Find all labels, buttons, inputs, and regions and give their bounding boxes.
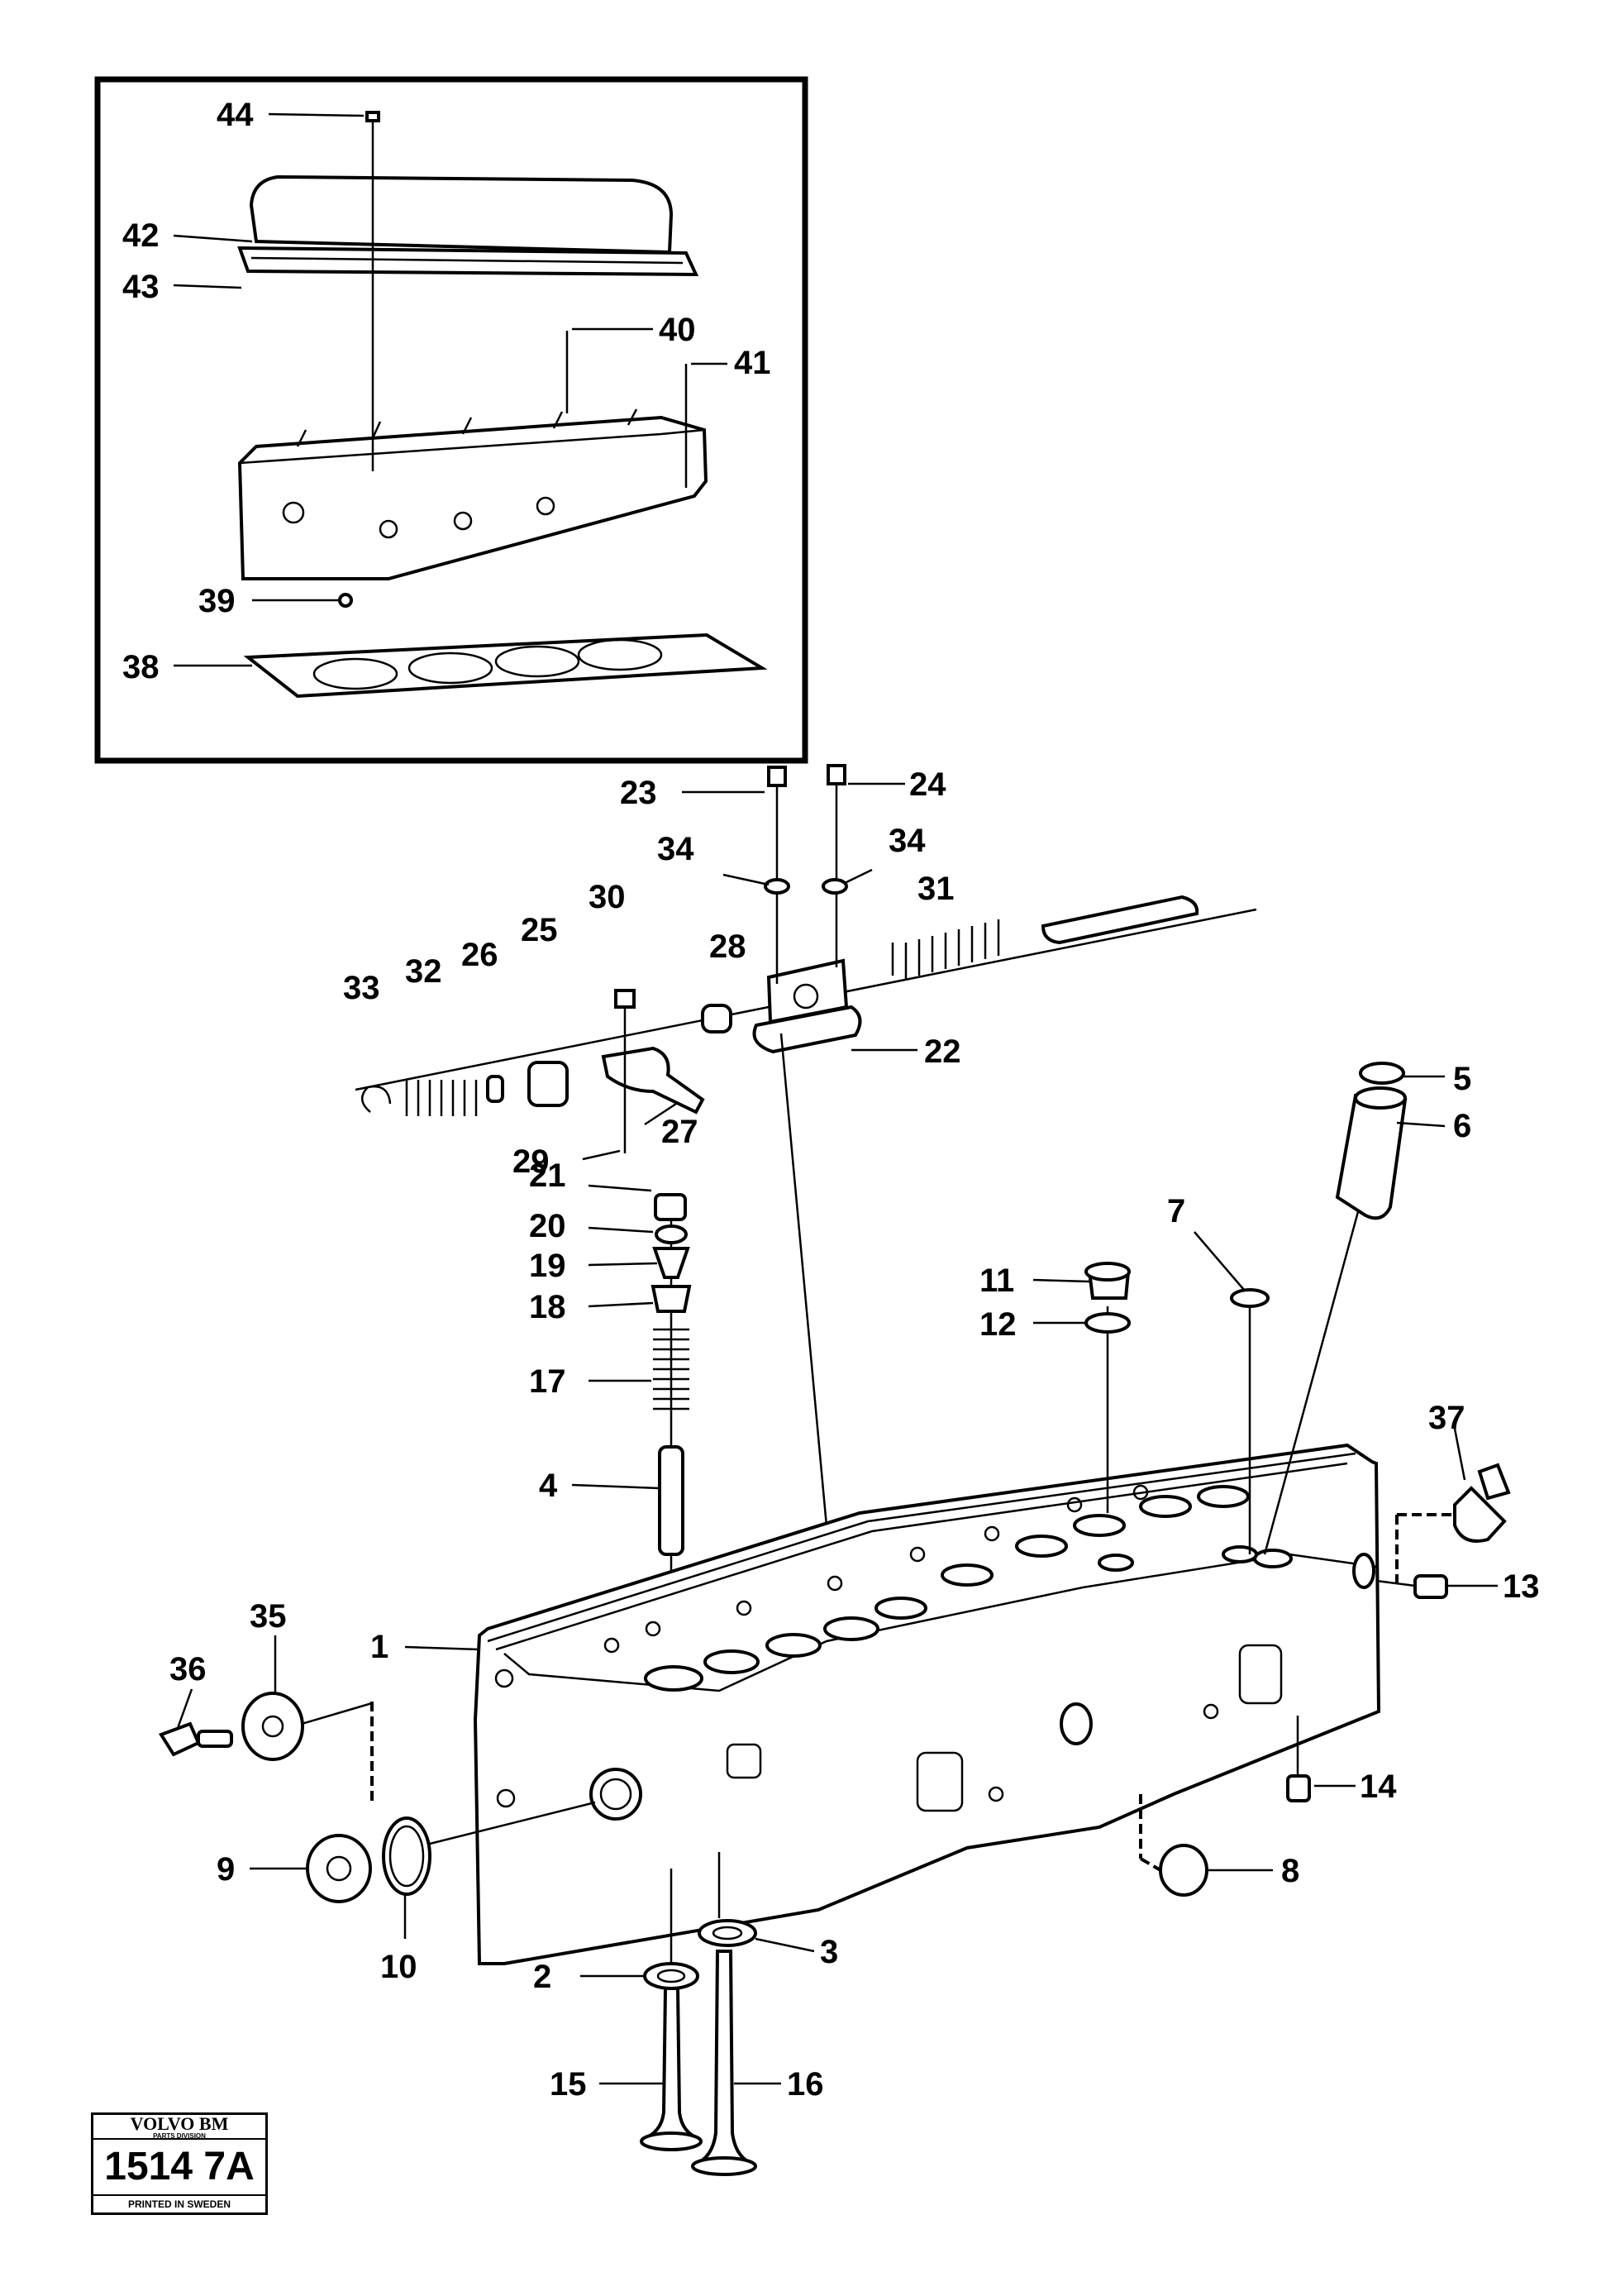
banjo-36 — [159, 1721, 201, 1757]
stamp-division: PARTS DIVISION — [153, 2132, 206, 2140]
valve-cap-21 — [654, 1193, 687, 1221]
label-26: 26 — [461, 937, 498, 973]
label-36: 36 — [169, 1651, 207, 1687]
washer-7 — [1230, 1288, 1270, 1308]
label-40: 40 — [659, 312, 696, 348]
valve-guide-4 — [658, 1445, 684, 1556]
label-7: 7 — [1167, 1193, 1185, 1229]
label-44: 44 — [217, 97, 254, 133]
main-cylinder-head — [404, 1172, 1381, 1968]
shaft-sleeve — [701, 1004, 732, 1033]
label-4: 4 — [539, 1468, 558, 1504]
spring-seat-20 — [655, 1224, 688, 1244]
valve-seat-boss — [644, 1665, 703, 1692]
label-16: 16 — [787, 2066, 824, 2103]
stamp-printed: PRINTED IN SWEDEN — [127, 2198, 231, 2210]
label-13: 13 — [1503, 1568, 1540, 1605]
o-ring-5 — [1359, 1062, 1405, 1085]
valve-spring-group — [571, 1184, 692, 1621]
rocker-shaft-group — [355, 764, 1257, 1572]
label-38: 38 — [122, 649, 160, 685]
shaft-spring-32 — [405, 1080, 478, 1116]
label-25: 25 — [521, 912, 558, 948]
label-20: 20 — [529, 1208, 566, 1244]
injector-sleeve-6 — [1335, 1093, 1408, 1220]
label-15: 15 — [550, 2066, 587, 2103]
label-39: 39 — [198, 583, 236, 619]
flange-9 — [306, 1834, 372, 1903]
label-28: 28 — [709, 928, 746, 965]
plug-14 — [1286, 1774, 1311, 1802]
inset-cylinder-head — [237, 415, 708, 580]
label-12: 12 — [979, 1306, 1017, 1343]
label-22: 22 — [924, 1033, 961, 1070]
adjust-nut-30 — [614, 989, 636, 1009]
label-42: 42 — [122, 217, 160, 254]
label-27: 27 — [661, 1114, 698, 1150]
label-35: 35 — [250, 1598, 287, 1635]
label-37: 37 — [1428, 1400, 1465, 1436]
inset-assembly — [94, 76, 808, 764]
side-port-small — [1060, 1702, 1093, 1745]
rocker-shaft-end — [1041, 895, 1199, 945]
exhaust-valve-16 — [693, 1950, 755, 2166]
label-10: 10 — [380, 1949, 417, 1985]
o-ring-10 — [382, 1816, 431, 1896]
valve-collets-19 — [652, 1247, 690, 1279]
head-gasket — [243, 632, 768, 699]
spacer-25 — [527, 1061, 569, 1107]
volvo-bm-stamp: VOLVO BM PARTS DIVISION 1514 7A PRINTED … — [91, 2112, 268, 2215]
cover-nut — [365, 111, 380, 122]
elbow-37 — [1453, 1486, 1507, 1543]
label-29: 29 — [512, 1143, 550, 1180]
label-14: 14 — [1360, 1769, 1397, 1805]
label-34b: 34 — [889, 823, 926, 859]
seal-ring-12 — [1084, 1312, 1131, 1334]
stamp-brand-row: VOLVO BM PARTS DIVISION — [93, 2115, 265, 2140]
label-31: 31 — [917, 871, 955, 907]
label-2: 2 — [533, 1959, 551, 1995]
peripheral-parts — [159, 1062, 1511, 2176]
bolt-23-head — [767, 766, 787, 787]
valve-seal-2 — [643, 1962, 699, 1990]
label-33: 33 — [343, 970, 380, 1006]
label-21: 21 — [529, 1158, 566, 1194]
rocker-bracket — [752, 1005, 862, 1054]
core-plug-8 — [1159, 1844, 1208, 1897]
side-port-large — [589, 1768, 642, 1821]
bolt-24-head — [827, 764, 846, 785]
label-17: 17 — [529, 1363, 566, 1400]
stamp-brand: VOLVO BM — [130, 2113, 229, 2134]
label-43: 43 — [122, 269, 160, 305]
label-18: 18 — [529, 1289, 566, 1325]
label-19: 19 — [529, 1248, 566, 1284]
label-41: 41 — [734, 345, 771, 381]
label-8: 8 — [1281, 1853, 1299, 1889]
plug-13 — [1413, 1574, 1448, 1599]
label-5: 5 — [1453, 1061, 1471, 1097]
stamp-code: 1514 7A — [93, 2140, 265, 2196]
label-23: 23 — [620, 775, 657, 811]
rocker-cover — [249, 174, 674, 255]
shaft-spring-31 — [891, 919, 1000, 979]
label-1: 1 — [370, 1629, 388, 1665]
flange-35 — [241, 1692, 304, 1761]
label-32: 32 — [405, 953, 442, 990]
label-11: 11 — [979, 1263, 1014, 1299]
label-30: 30 — [589, 879, 626, 915]
label-9: 9 — [217, 1851, 235, 1888]
intake-valve-15 — [641, 1987, 702, 2141]
valve-seal-3 — [698, 1919, 757, 1947]
label-3: 3 — [820, 1934, 838, 1970]
label-34a: 34 — [657, 831, 694, 867]
inset-frame — [94, 76, 808, 764]
label-24: 24 — [909, 766, 946, 803]
valve-spring-17 — [653, 1328, 689, 1411]
label-6: 6 — [1453, 1108, 1471, 1144]
spring-retainer-18 — [651, 1285, 692, 1313]
part-number-labels: 44 42 43 40 41 39 38 23 24 34 34 31 30 2… — [122, 97, 1540, 2103]
rocker-arm — [601, 1046, 705, 1115]
